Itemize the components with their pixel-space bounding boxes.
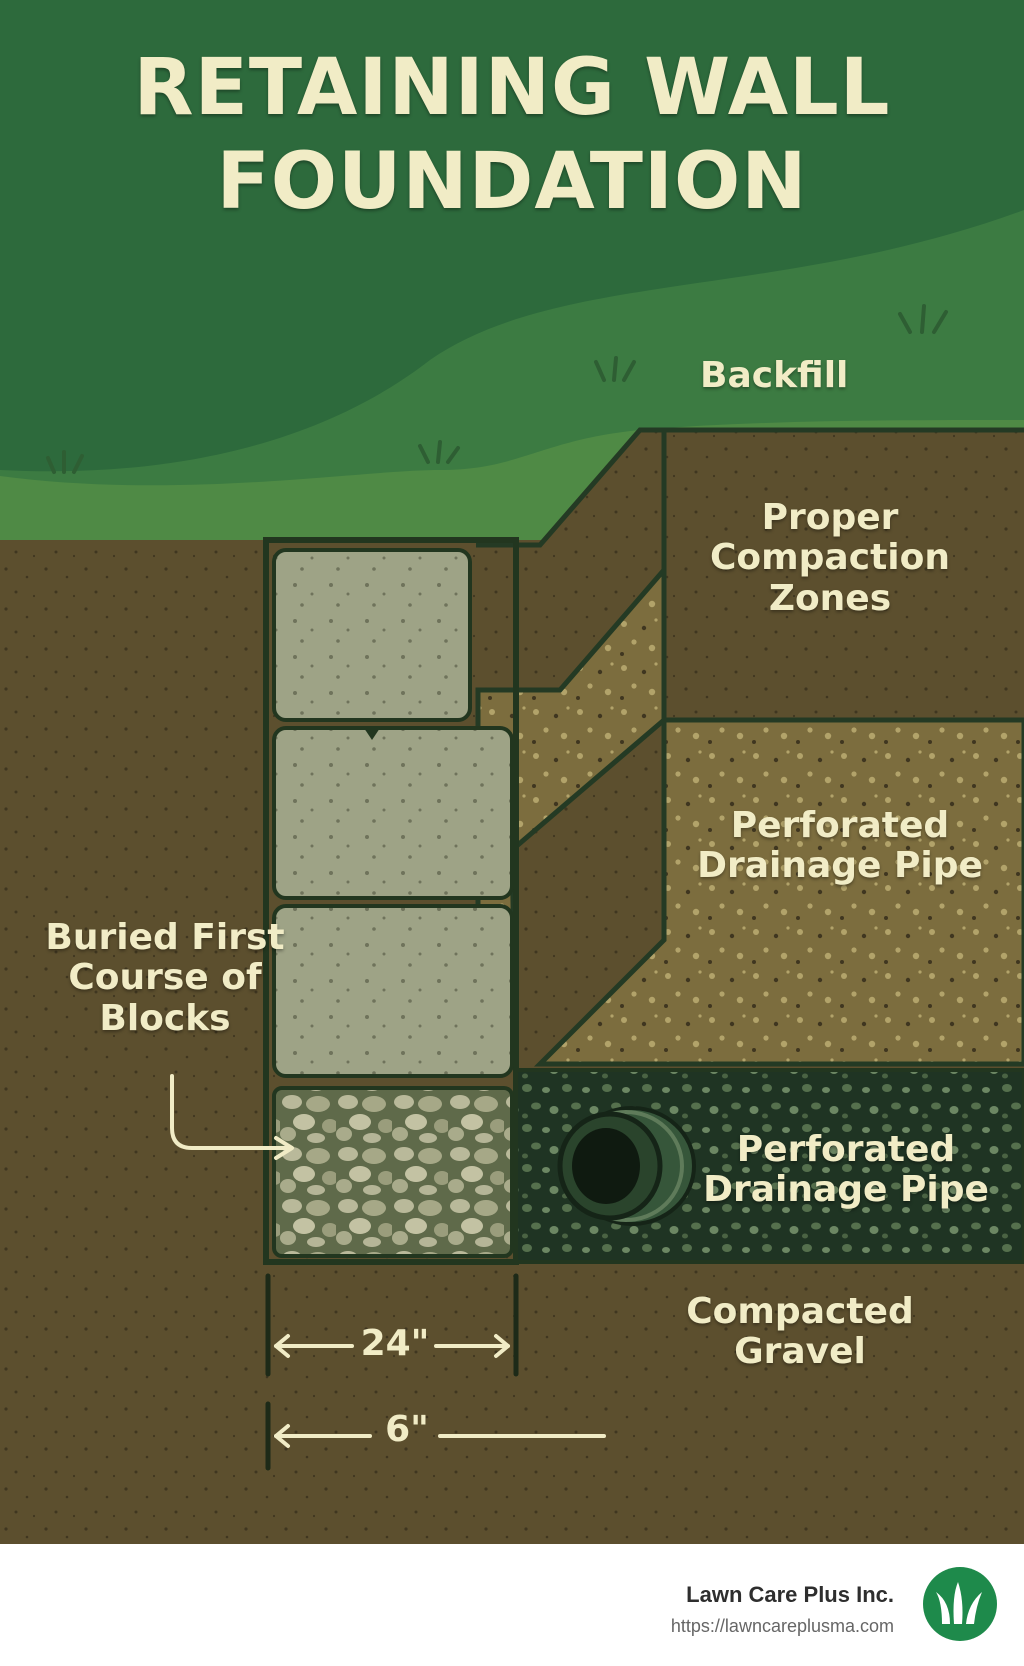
- cross-section-illustration: [0, 0, 1024, 1544]
- dimension-24-indicator: [265, 1273, 519, 1377]
- dimension-6-label: 6": [385, 1409, 429, 1450]
- grass-tufts: [46, 304, 948, 474]
- block-notch: [364, 728, 380, 740]
- drain-pipe-icon: [557, 1106, 696, 1226]
- wall-trench: [263, 537, 519, 1265]
- leader-arrow: [170, 1074, 294, 1160]
- company-url[interactable]: https://lawncareplusma.com: [670, 1616, 894, 1636]
- footer: Lawn Care Plus Inc. https://lawncareplus…: [0, 1544, 1024, 1666]
- backfill-slope-line: [476, 427, 1024, 548]
- wall-block-buried: [272, 904, 514, 1078]
- label-backfill: Backfill: [700, 355, 849, 396]
- label-drainage-lower: Perforated Drainage Pipe: [703, 1129, 989, 1211]
- label-compacted-gravel: Compacted Gravel: [686, 1291, 914, 1373]
- wall-block-top: [272, 548, 472, 722]
- dimension-6-arrows: [274, 1424, 606, 1448]
- label-buried-first-course: Buried First Course of Blocks: [45, 917, 285, 1039]
- page-title: RETAINING WALL FOUNDATION: [133, 43, 891, 227]
- label-compaction-zones: Proper Compaction Zones: [710, 497, 950, 619]
- dimension-24-label: 24": [360, 1323, 430, 1364]
- label-drainage-upper: Perforated Drainage Pipe: [697, 805, 983, 887]
- wall-block-middle: [272, 726, 514, 900]
- company-name: Lawn Care Plus Inc.: [686, 1582, 894, 1607]
- gravel-leveling-base: [272, 1086, 514, 1258]
- compaction-zone-outline: [661, 430, 1024, 723]
- dimension-24-arrows: [274, 1334, 510, 1358]
- grass-leaf-icon: [923, 1567, 997, 1641]
